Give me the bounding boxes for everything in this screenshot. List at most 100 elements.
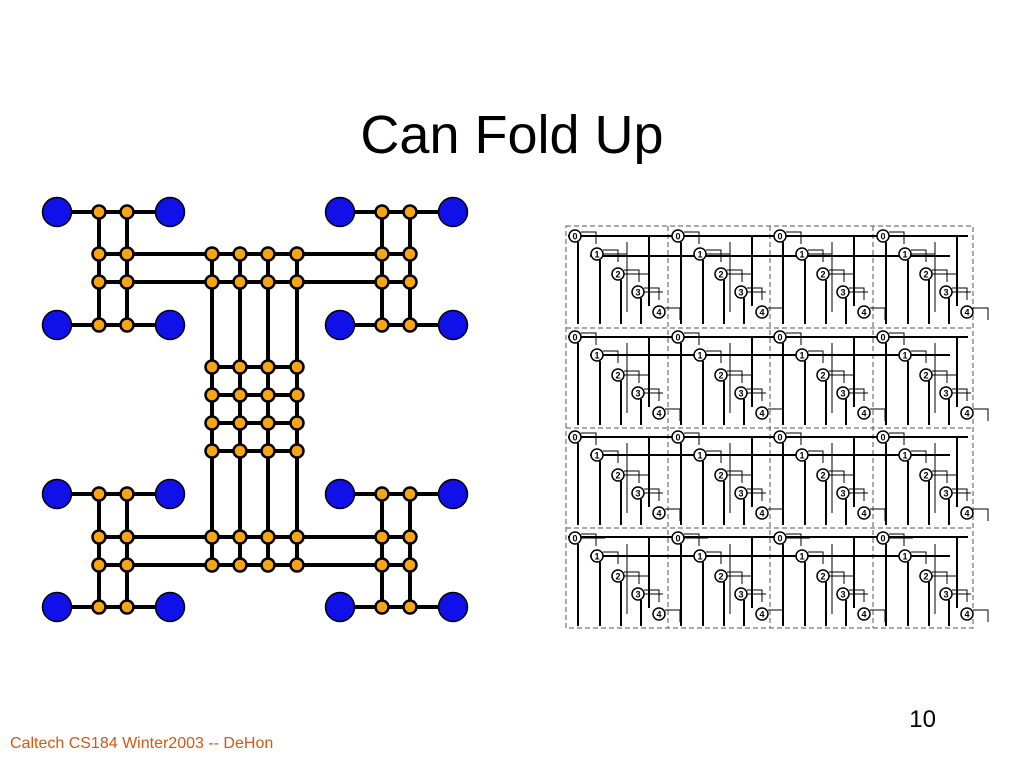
layout-node-circle [652, 305, 666, 319]
switch-node [204, 557, 220, 573]
leaf-node [154, 196, 186, 228]
switch-node [260, 274, 276, 290]
layout-node: 0 [876, 430, 890, 444]
layout-node-label: 1 [594, 552, 599, 562]
layout-node: 0 [773, 229, 787, 243]
layout-hook [829, 470, 845, 483]
layout-node: 3 [836, 486, 850, 500]
layout-hook [911, 551, 927, 564]
layout-node-label: 4 [656, 308, 661, 318]
layout-node-label: 3 [943, 288, 948, 298]
layout-node: 3 [836, 587, 850, 601]
layout-hook [603, 551, 619, 564]
layout-hook [684, 533, 700, 546]
slide-title: Can Fold Up [360, 105, 664, 165]
layout-node-circle [919, 468, 933, 482]
layout-node-label: 0 [572, 534, 577, 544]
switch-node [119, 599, 135, 615]
layout-node-label: 0 [777, 232, 782, 242]
switch-node [119, 246, 135, 262]
switch-node [91, 557, 107, 573]
layout-hook [829, 571, 845, 584]
leaf-node [41, 309, 73, 341]
layout-node-circle [631, 386, 645, 400]
layout-node-label: 4 [861, 308, 866, 318]
layout-hook [952, 388, 968, 401]
layout-node-label: 4 [656, 509, 661, 519]
switch-node [204, 415, 220, 431]
layout-node-circle [693, 348, 707, 362]
switch-node [204, 529, 220, 545]
layout-hook [581, 432, 597, 445]
layout-node-circle [611, 468, 625, 482]
layout-node-circle [590, 348, 604, 362]
layout-hook [952, 589, 968, 602]
layout-node-circle [568, 531, 582, 545]
layout-node: 4 [755, 305, 769, 319]
switch-node [402, 246, 418, 262]
layout-node: 2 [714, 569, 728, 583]
layout-hook [889, 533, 905, 546]
layout-node-label: 3 [943, 590, 948, 600]
switch-node [402, 317, 418, 333]
switch-node [91, 204, 107, 220]
layout-node: 0 [568, 330, 582, 344]
layout-node: 4 [960, 607, 974, 621]
layout-node: 2 [919, 267, 933, 281]
layout-node-circle [693, 549, 707, 563]
layout-node-label: 4 [861, 409, 866, 419]
layout-node-circle [836, 587, 850, 601]
layout-node: 2 [611, 468, 625, 482]
switch-node [232, 529, 248, 545]
layout-node: 3 [631, 486, 645, 500]
switch-node [204, 274, 220, 290]
layout-node: 2 [714, 368, 728, 382]
layout-node-circle [734, 386, 748, 400]
layout-node-circle [939, 486, 953, 500]
layout-node-circle [876, 229, 890, 243]
layout-node: 3 [631, 386, 645, 400]
switch-node [260, 359, 276, 375]
layout-node: 3 [734, 486, 748, 500]
layout-node-label: 3 [943, 389, 948, 399]
layout-node-circle [836, 486, 850, 500]
layout-node-circle [755, 506, 769, 520]
layout-node-circle [714, 569, 728, 583]
layout-node-label: 1 [799, 552, 804, 562]
switch-node [260, 415, 276, 431]
layout-node: 2 [919, 569, 933, 583]
switch-node [260, 557, 276, 573]
layout-node-label: 4 [759, 308, 764, 318]
switch-node [119, 529, 135, 545]
layout-node: 1 [898, 247, 912, 261]
layout-node: 4 [755, 406, 769, 420]
layout-node-label: 4 [964, 610, 969, 620]
layout-node-label: 2 [718, 471, 723, 481]
layout-node-label: 4 [964, 409, 969, 419]
layout-node-label: 2 [923, 371, 928, 381]
layout-hook [973, 408, 989, 421]
layout-hook [706, 551, 722, 564]
switch-node [204, 246, 220, 262]
layout-node-label: 2 [615, 572, 620, 582]
layout-node-label: 1 [594, 351, 599, 361]
switch-node [204, 359, 220, 375]
layout-hook [932, 269, 948, 282]
switch-node [119, 557, 135, 573]
layout-node: 4 [960, 406, 974, 420]
layout-node-circle [734, 587, 748, 601]
tree-wires [57, 210, 453, 609]
layout-node-label: 2 [718, 270, 723, 280]
layout-node: 0 [671, 531, 685, 545]
layout-hook [829, 269, 845, 282]
layout-hook [768, 307, 784, 320]
layout-node-circle [568, 330, 582, 344]
layout-node: 2 [816, 267, 830, 281]
layout-hook [786, 533, 802, 546]
layout-node-label: 0 [675, 534, 680, 544]
layout-node-label: 0 [572, 333, 577, 343]
switch-node [232, 359, 248, 375]
layout-hook [624, 370, 640, 383]
switch-node [260, 443, 276, 459]
layout-node-circle [816, 468, 830, 482]
